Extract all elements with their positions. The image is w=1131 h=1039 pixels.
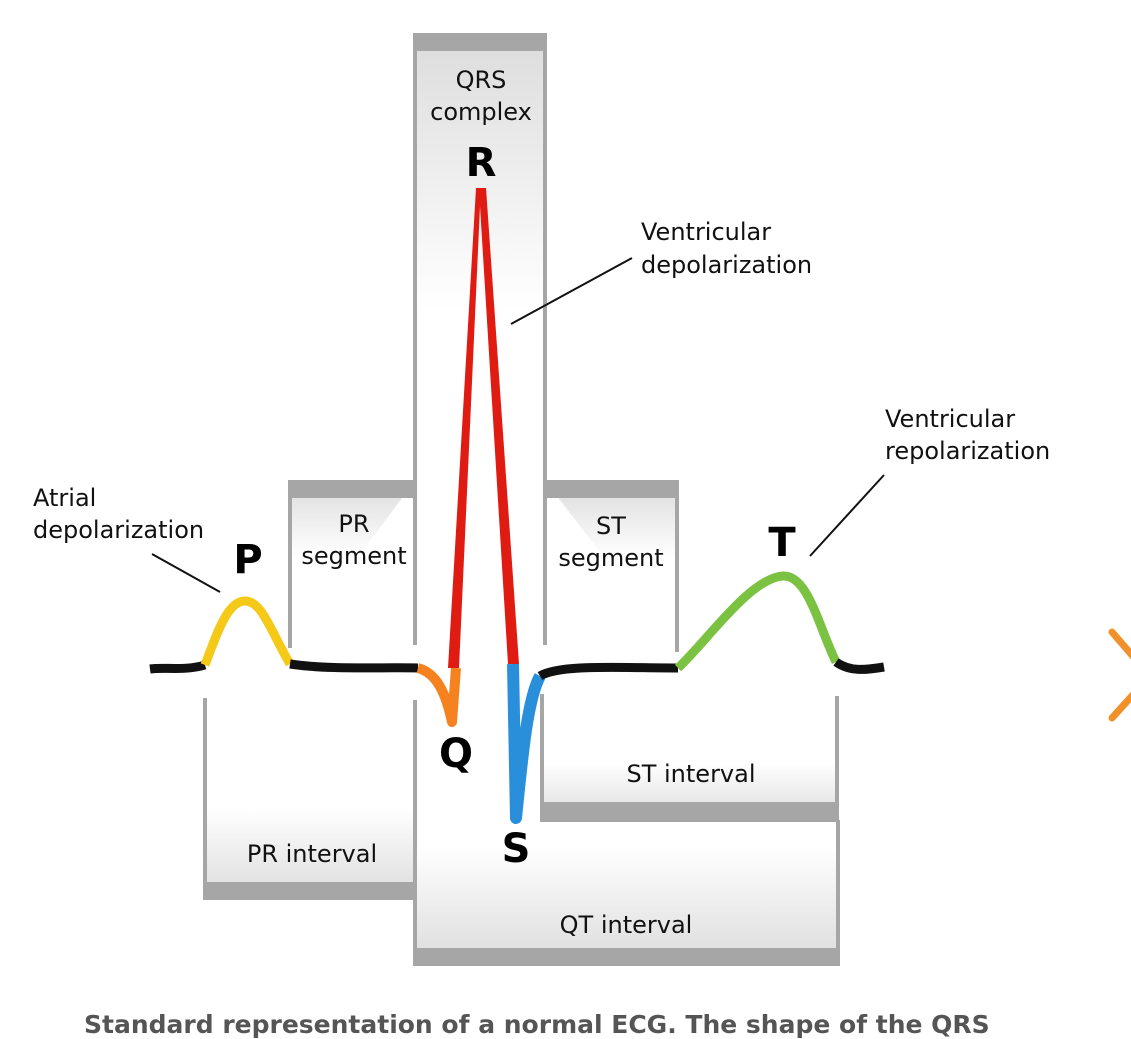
ecg-diagram: QRS complex PR segment ST segment PR int… [33,33,1050,966]
st-segment-baseline [537,662,679,681]
ventricular-repolarization-leader [809,474,885,557]
qt-interval-label: QT interval [560,911,693,939]
p-wave [200,596,294,667]
p-wave-label: P [233,537,262,583]
s-wave [507,663,546,824]
r-wave-label: R [466,140,497,186]
chevron-right-icon [1108,628,1131,722]
baseline-start [149,660,207,674]
s-wave-label: S [502,826,531,872]
ecg-waveform [149,188,885,824]
figure-caption: Standard representation of a normal ECG.… [84,1010,990,1039]
ventricular-repolarization-line-2: repolarization [885,437,1050,465]
ventricular-depolarization-line-1: Ventricular [641,218,771,246]
ventricular-depolarization-line-2: depolarization [641,251,812,279]
qrs-complex-label-line-2: complex [430,98,532,126]
pr-interval-label: PR interval [247,840,377,868]
ventricular-depolarization-annotation: Ventricular depolarization [510,218,812,325]
q-wave [416,663,461,727]
atrial-depolarization-leader [151,553,221,593]
qrs-complex-label-line-1: QRS [456,66,507,94]
st-interval-label: ST interval [626,760,755,788]
ventricular-repolarization-annotation: Ventricular repolarization [809,405,1050,557]
pr-segment-label-line-2: segment [301,542,406,570]
pr-segment-baseline [289,659,419,673]
pr-interval-box: PR interval [203,698,417,900]
qrs-complex-box: QRS complex [413,33,547,645]
r-wave [448,188,519,668]
pr-segment-label-line-1: PR [338,510,369,538]
st-segment-box: ST segment [546,480,679,652]
st-segment-label-line-1: ST [596,512,626,540]
st-interval-box: ST interval [540,694,839,822]
t-wave-label: T [768,520,796,566]
next-slide-button[interactable] [1104,628,1131,724]
q-wave-label: Q [439,731,473,777]
atrial-depolarization-line-1: Atrial [33,484,96,512]
atrial-depolarization-annotation: Atrial depolarization [33,484,221,593]
t-wave [674,571,841,672]
ventricular-depolarization-leader [510,257,633,325]
atrial-depolarization-line-2: depolarization [33,516,204,544]
pr-segment-box: PR segment [288,480,414,648]
ventricular-repolarization-line-1: Ventricular [885,405,1015,433]
st-segment-label-line-2: segment [558,544,663,572]
baseline-end [833,658,885,674]
